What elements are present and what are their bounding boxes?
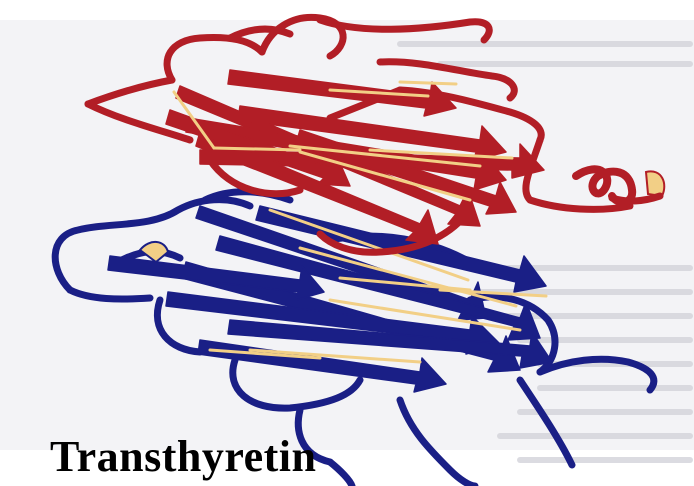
diagram-caption: Transthyretin: [50, 432, 316, 482]
